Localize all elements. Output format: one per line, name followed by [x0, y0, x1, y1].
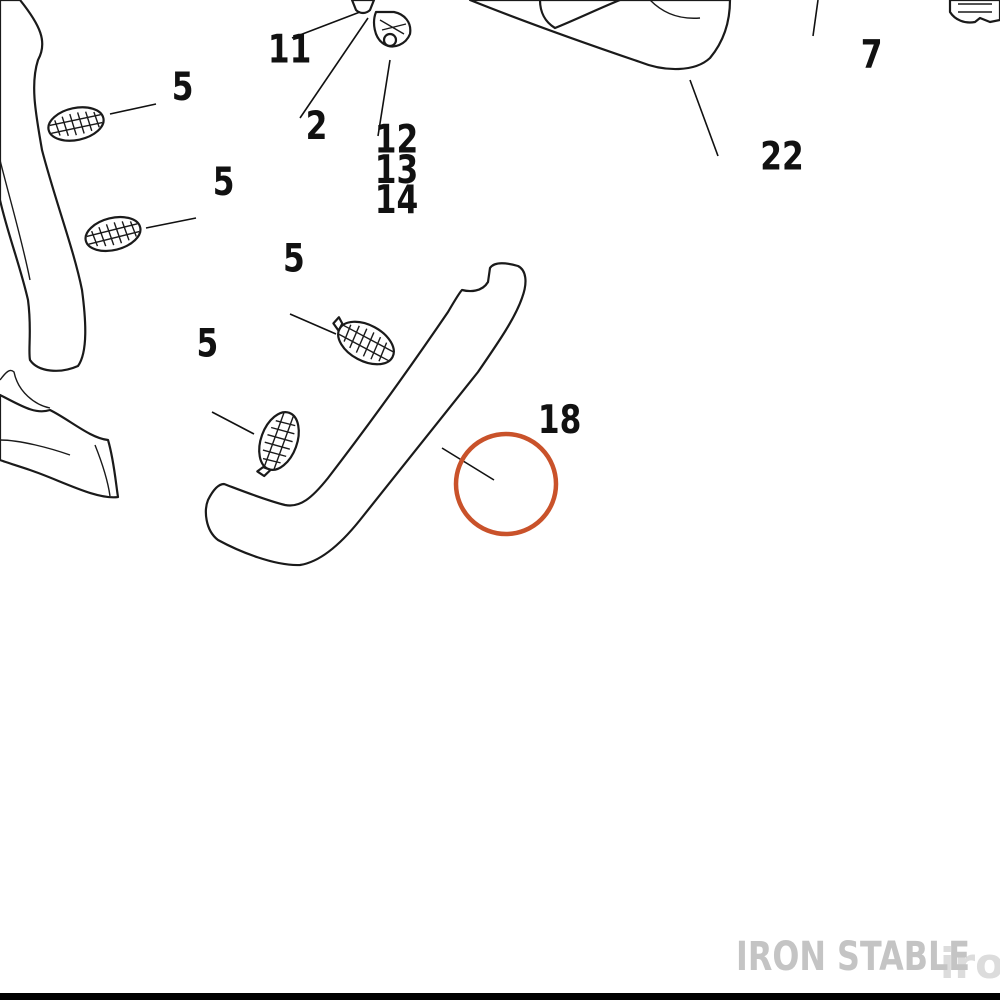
watermark-text: IRON STABLE [736, 934, 970, 980]
callout-18[interactable]: 18 [538, 398, 582, 443]
callout-12: 12 [375, 117, 419, 162]
upper-right-pipe [468, 0, 732, 71]
leader-lines [109, 0, 819, 481]
callout-14: 14 [375, 178, 419, 223]
callout-22: 22 [760, 134, 804, 179]
sensor-assembly [350, 0, 412, 48]
callout-labels: 11 2 12 13 14 7 22 5 5 5 5 18 [172, 27, 883, 443]
callout-2: 2 [306, 104, 328, 149]
callout-5-b: 5 [213, 160, 235, 205]
left-pipe-fitting [0, 369, 120, 499]
highlight-circle [453, 431, 559, 537]
callout-5-a: 5 [172, 64, 194, 109]
left-hose [0, 0, 87, 372]
clamp-c [332, 316, 395, 366]
callout-5-c: 5 [283, 236, 305, 281]
callout-5-d: 5 [197, 321, 219, 366]
connector-top-right [948, 0, 1000, 24]
watermark-ghost-text: iro [940, 939, 1000, 988]
hose-18[interactable] [204, 262, 527, 567]
clamp-b [84, 215, 142, 253]
callout-13: 13 [375, 148, 419, 193]
clamp-a [47, 106, 105, 142]
callout-7: 7 [861, 32, 883, 77]
bottom-bar [0, 993, 1000, 1000]
clamp-d [256, 411, 300, 478]
callout-11: 11 [268, 27, 312, 72]
watermark: iro IRON STABLE [736, 934, 1000, 988]
